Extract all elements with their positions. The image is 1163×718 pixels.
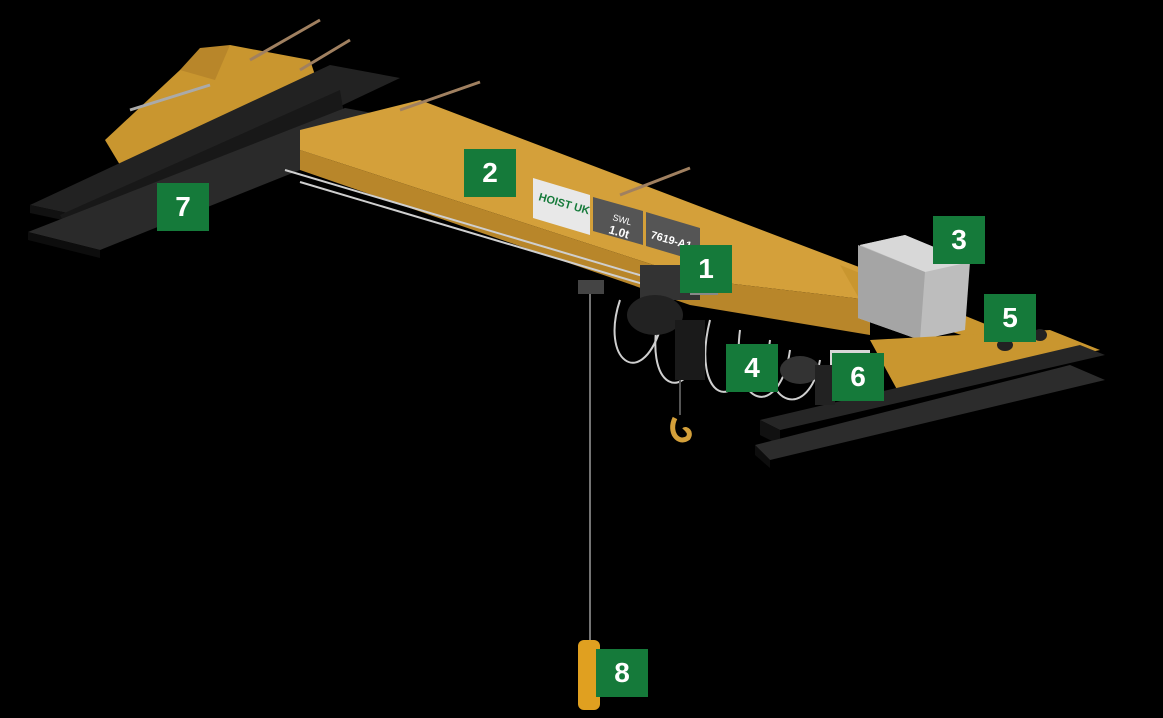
callout-1: 1 xyxy=(680,245,732,293)
callout-6: 6 xyxy=(832,353,884,401)
callout-7: 7 xyxy=(157,183,209,231)
pendant-control xyxy=(578,280,604,710)
pendant-body xyxy=(578,640,600,710)
callout-3: 3 xyxy=(933,216,985,264)
hook xyxy=(670,380,692,443)
callout-5: 5 xyxy=(984,294,1036,342)
swl-value: 1.0t xyxy=(607,222,631,241)
left-end-carriage xyxy=(105,18,351,165)
callout-8: 8 xyxy=(596,649,648,697)
right-runway-beam xyxy=(755,329,1105,468)
callout-2: 2 xyxy=(464,149,516,197)
callout-4: 4 xyxy=(726,344,778,392)
